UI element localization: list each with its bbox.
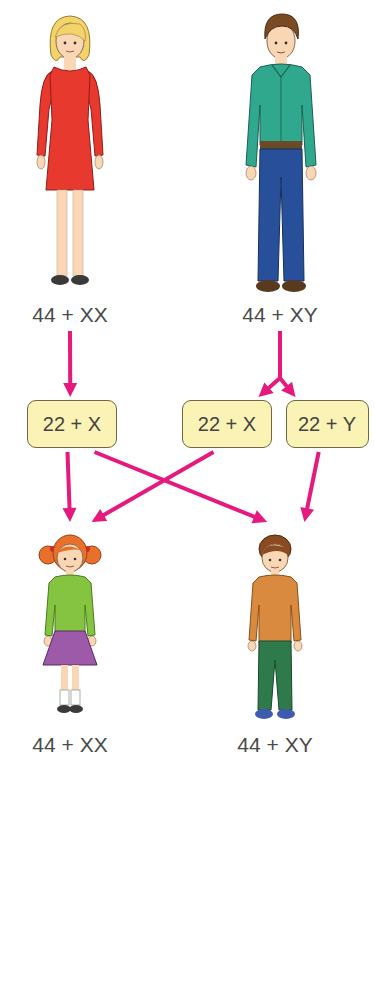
figure-part: [60, 690, 69, 705]
figure-part: [46, 67, 94, 190]
figure-part: [57, 544, 83, 572]
figure-part: [277, 52, 285, 53]
figure-part: [269, 559, 272, 562]
figure-part: [71, 690, 80, 705]
figure-part: [258, 641, 292, 710]
figure-part: [246, 166, 256, 180]
figure-part: [74, 42, 77, 45]
gamete-box: 22 + X: [182, 400, 272, 448]
figure-part: [45, 575, 95, 636]
figure-part: [64, 42, 67, 45]
arrow-line: [95, 452, 257, 518]
father-figure: [220, 5, 340, 295]
figure-part: [95, 155, 103, 169]
karyotype-label: 44 + XY: [216, 303, 344, 327]
inheritance-arrow: [92, 452, 214, 522]
inheritance-arrow: [300, 452, 318, 522]
figure-part: [66, 51, 74, 52]
karyotype-label: 44 + XY: [226, 733, 324, 757]
arrow-line: [102, 452, 214, 516]
figure-part: [57, 705, 71, 713]
arrow-head: [63, 508, 77, 522]
inheritance-arrow: [63, 331, 77, 397]
figure-part: [74, 558, 77, 561]
figure-part: [43, 631, 97, 665]
son-node: 44 + XY: [226, 525, 324, 757]
figure-part: [281, 77, 282, 141]
inheritance-arrow: [95, 452, 268, 523]
inheritance-arrow: [63, 452, 77, 522]
figure-part: [260, 141, 302, 149]
gamete-label: 22 + X: [198, 413, 256, 436]
figure-part: [66, 566, 74, 567]
figure-part: [262, 544, 288, 572]
figure-part: [258, 149, 304, 281]
figure-part: [57, 190, 67, 276]
gamete-label: 22 + X: [43, 413, 101, 436]
figure-part: [272, 65, 290, 77]
figure-part: [248, 641, 256, 651]
figure-part: [37, 155, 45, 169]
figure-part: [73, 190, 83, 276]
figure-part: [71, 275, 89, 285]
figure-part: [53, 535, 87, 571]
boy-figure: [230, 525, 320, 725]
gamete-label: 22 + Y: [298, 413, 356, 436]
figure-part: [249, 575, 301, 643]
arrow-line: [307, 452, 319, 510]
gamete-box: 22 + Y: [286, 400, 369, 448]
arrow-head: [252, 510, 268, 523]
figure-part: [69, 705, 83, 713]
figure-part: [262, 545, 289, 555]
father-node: 44 + XY: [216, 5, 344, 327]
karyotype-label: 44 + XX: [6, 303, 134, 327]
arrow-head: [281, 382, 295, 397]
figure-part: [50, 16, 90, 61]
figure-part: [285, 42, 288, 45]
arrow-line: [280, 331, 288, 388]
figure-part: [256, 280, 280, 292]
figure-part: [64, 558, 67, 561]
figure-part: [306, 166, 316, 180]
mother-node: 44 + XX: [6, 5, 134, 327]
gamete-box: 22 + X: [27, 400, 117, 448]
karyotype-label: 44 + XX: [21, 733, 119, 757]
arrow-head: [300, 507, 314, 522]
figure-part: [271, 567, 279, 568]
inheritance-arrow: [280, 331, 295, 397]
arrow-head: [259, 382, 274, 397]
figure-part: [55, 23, 85, 41]
arrow-line: [68, 331, 72, 385]
arrow-head: [63, 383, 77, 397]
figure-part: [282, 280, 306, 292]
figure-part: [279, 559, 282, 562]
inheritance-arrow: [259, 331, 281, 397]
figure-part: [51, 275, 69, 285]
figure-part: [275, 42, 278, 45]
figure-part: [64, 57, 76, 70]
mother-figure: [10, 5, 130, 295]
figure-part: [57, 546, 83, 553]
girl-figure: [25, 525, 115, 725]
arrow-head: [92, 509, 108, 522]
figure-part: [265, 14, 299, 39]
figure-part: [277, 709, 295, 719]
arrow-line: [68, 452, 70, 510]
daughter-node: 44 + XX: [21, 525, 119, 757]
figure-part: [255, 709, 273, 719]
figure-part: [294, 641, 302, 651]
